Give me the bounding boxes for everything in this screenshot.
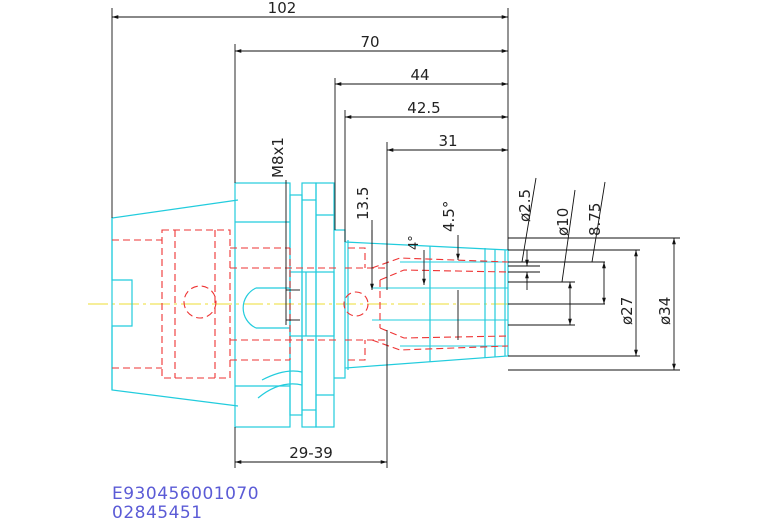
dim-42-5: 42.5 xyxy=(407,99,440,117)
dim-dia-2-5: ø2.5 xyxy=(516,189,534,222)
dim-4-deg: 4° xyxy=(407,235,422,250)
dim-dia-34: ø34 xyxy=(656,297,674,325)
holder-outline xyxy=(111,182,509,428)
dim-44: 44 xyxy=(410,66,429,84)
dim-13-5: 13.5 xyxy=(354,187,372,220)
dim-102: 102 xyxy=(268,0,297,17)
dim-dia-10: ø10 xyxy=(554,208,572,236)
dim-4-5-deg: 4.5° xyxy=(440,201,458,232)
dim-31: 31 xyxy=(438,132,457,150)
part-number: E930456001070 xyxy=(112,484,260,504)
hidden-lines xyxy=(112,229,509,379)
dim-70: 70 xyxy=(360,33,379,51)
dim-dia-27: ø27 xyxy=(618,297,636,325)
dim-29-39: 29-39 xyxy=(289,444,333,462)
dimension-lines xyxy=(111,8,680,468)
dim-m8x1: M8x1 xyxy=(269,137,287,178)
dim-8-75: 8.75 xyxy=(586,203,604,236)
serial-number: 02845451 xyxy=(112,503,203,523)
